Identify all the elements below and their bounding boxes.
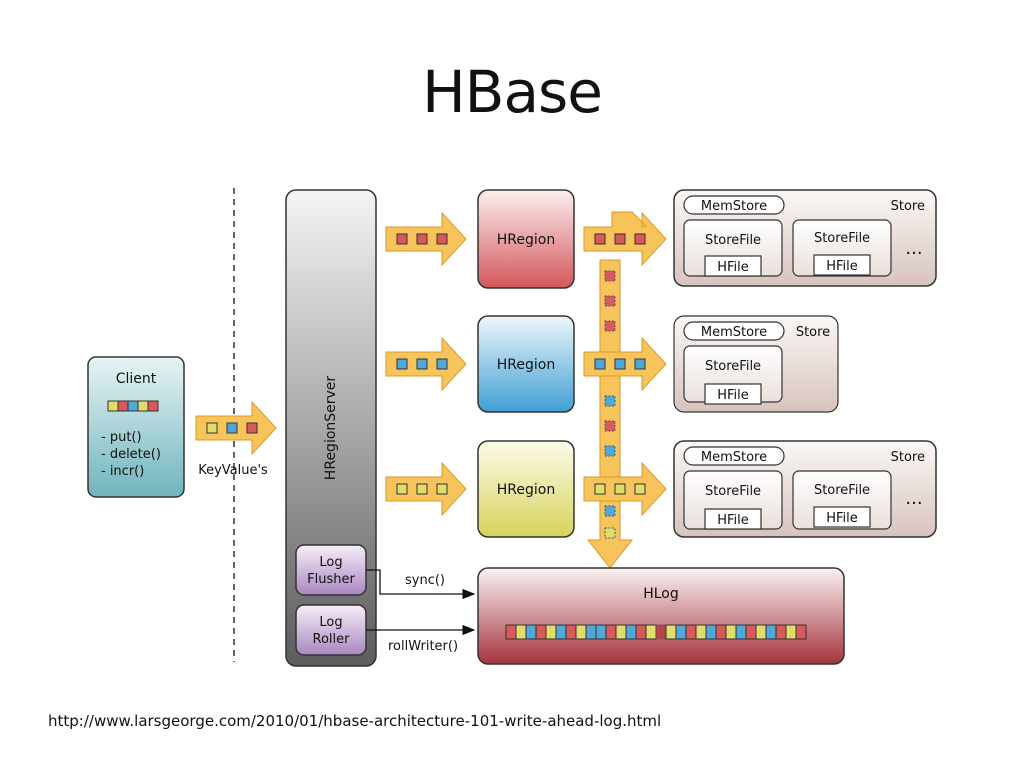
hlog-keyvalue-cell [715,624,727,640]
store-1-label: Store [891,199,925,214]
hlog-keyvalue-cell [605,624,617,640]
log-flusher-label-2: Flusher [307,572,355,587]
store-1: MemStore Store StoreFile HFile StoreFile… [673,189,937,287]
hlog-keyvalue-cell [565,624,577,640]
store-1-hfile-2: HFile [826,259,858,274]
hlog-keyvalue-cell [735,624,747,640]
store-1-storefile-1: StoreFile [705,233,761,248]
log-roller-box: Log Roller [295,604,367,656]
store-3-storefile-1: StoreFile [705,484,761,499]
rollwriter-connector: rollWriter() [366,624,476,654]
store-3: MemStore Store StoreFile HFile StoreFile… [673,440,937,538]
store-2-hfile-1: HFile [717,388,749,403]
hlog-keyvalue-cell [695,624,707,640]
sync-label: sync() [405,573,445,588]
hlog-keyvalue-cell [645,624,657,640]
hlog-keyvalue-cell [515,624,527,640]
client-label: Client [116,371,157,387]
hlog-keyvalue-cell [785,624,797,640]
region-to-store-arrow-2 [583,336,667,392]
hlog-keyvalue-strip [505,624,807,640]
hlog-keyvalue-cell [505,624,517,640]
client-keyvalue-strip [107,400,159,412]
hlog-keyvalue-cell [615,624,627,640]
source-link[interactable]: http://www.larsgeorge.com/2010/01/hbase-… [48,712,662,730]
region-to-store-arrow-1 [583,211,667,267]
hlog-keyvalue-cell [745,624,757,640]
server-to-region-arrow-3 [385,461,467,517]
hlog-keyvalue-cell [535,624,547,640]
slide-title: HBase [422,58,603,126]
hlog-keyvalue-cell [765,624,777,640]
store-2-storefile-1: StoreFile [705,359,761,374]
log-roller-label-1: Log [319,615,342,630]
hlog-keyvalue-cell [775,624,787,640]
sync-connector: sync() [366,569,476,600]
hlog-box: HLog [477,567,845,665]
client-method-delete: - delete() [101,447,161,462]
hlog-keyvalue-cell [625,624,637,640]
hlog-keyvalue-cell [675,624,687,640]
store-3-ellipsis: ... [905,488,922,509]
region-to-store-arrow-3 [583,461,667,517]
store-2: MemStore Store StoreFile HFile [673,315,839,413]
store-1-hfile-1: HFile [717,260,749,275]
store-1-ellipsis: ... [905,238,922,259]
store-1-memstore: MemStore [701,199,767,214]
log-flusher-box: Log Flusher [295,544,367,596]
hlog-keyvalue-cell [685,624,697,640]
region-to-hlog-arrow [586,259,634,569]
region-server-label: HRegionServer [323,376,339,481]
server-to-region-arrow-1 [385,211,467,267]
hregion-2-label: HRegion [497,357,555,373]
rollwriter-label: rollWriter() [388,639,458,654]
store-2-label: Store [796,325,830,340]
hregion-3: HRegion [477,440,575,538]
hlog-keyvalue-cell [635,624,647,640]
hlog-keyvalue-cell [725,624,737,640]
client-box: Client - put() - delete() - incr() [87,356,185,498]
store-3-memstore: MemStore [701,450,767,465]
hlog-keyvalue-cell [585,624,597,640]
hlog-keyvalue-cell [525,624,537,640]
server-to-region-arrow-2 [385,336,467,392]
hlog-keyvalue-cell [665,624,677,640]
keyvalues-label: KeyValue's [198,463,268,478]
hregion-2: HRegion [477,315,575,413]
wal-keyvalue-dots [604,270,616,539]
store-2-memstore: MemStore [701,325,767,340]
keyvalue-arrow [195,400,277,456]
hlog-keyvalue-cell [655,624,667,640]
client-method-put: - put() [101,430,142,445]
log-flusher-label-1: Log [319,555,342,570]
log-roller-label-2: Roller [313,632,351,647]
hlog-keyvalue-cell [595,624,607,640]
hlog-keyvalue-cell [555,624,567,640]
store-3-hfile-2: HFile [826,511,858,526]
store-1-storefile-2: StoreFile [814,231,870,246]
hlog-keyvalue-cell [575,624,587,640]
hlog-keyvalue-cell [755,624,767,640]
store-3-hfile-1: HFile [717,513,749,528]
hlog-keyvalue-cell [795,624,807,640]
client-method-incr: - incr() [101,464,144,479]
hregion-1: HRegion [477,189,575,289]
store-3-label: Store [891,450,925,465]
hlog-label: HLog [643,586,679,602]
store-3-storefile-2: StoreFile [814,483,870,498]
hlog-keyvalue-cell [545,624,557,640]
hlog-keyvalue-cell [705,624,717,640]
hregion-1-label: HRegion [497,232,555,248]
hregion-3-label: HRegion [497,482,555,498]
